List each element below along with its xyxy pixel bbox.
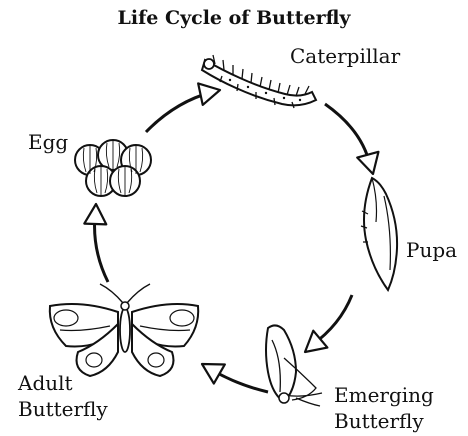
arrow-pupa-to-emerging [298,295,352,360]
adult-butterfly-label-line1: Adult [18,371,73,395]
adult-butterfly-label-line2: Butterfly [18,397,108,421]
adult-butterfly-illustration [50,284,198,376]
egg-label: Egg [28,130,68,154]
emerging-butterfly-label-line1: Emerging [334,383,434,407]
emerging-butterfly-label-line2: Butterfly [334,409,424,433]
arrow-adult-to-egg [84,204,108,282]
arrow-caterpillar-to-pupa [325,104,384,177]
caterpillar-label: Caterpillar [290,44,400,68]
arrow-egg-to-caterpillar [146,79,222,132]
pupa-illustration [361,178,397,290]
egg-cluster-illustration [75,140,151,196]
arrow-emerging-to-adult [197,354,269,392]
pupa-label: Pupa [406,238,457,262]
